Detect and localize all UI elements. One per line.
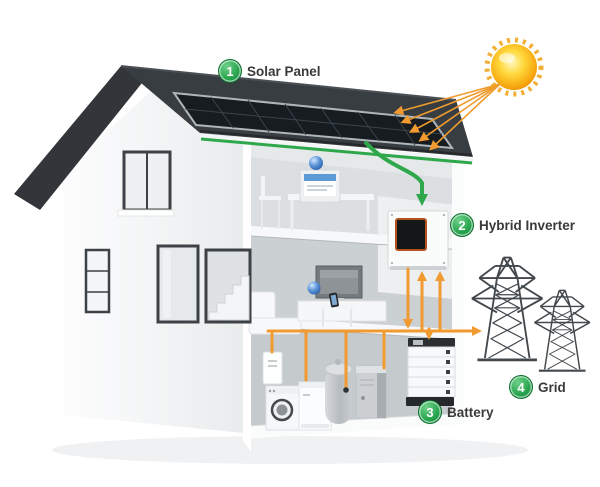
- battery-stack: [406, 338, 456, 406]
- sun-ray: [393, 83, 501, 116]
- sun-ray: [400, 83, 501, 124]
- tv: [315, 265, 363, 301]
- window-small: [84, 248, 111, 314]
- side-table: [320, 305, 354, 327]
- badge-1: 1: [218, 59, 242, 83]
- transmission-tower-small: [533, 289, 592, 372]
- internet-globe-icon: [307, 281, 321, 295]
- tv-cabinet: [297, 300, 387, 322]
- attic-room: [259, 156, 374, 231]
- label-solar-panel-text: Solar Panel: [247, 63, 321, 79]
- sun-ray: [408, 83, 501, 133]
- living-room: [248, 265, 387, 335]
- staircase: [208, 275, 250, 321]
- window-upper: [117, 150, 175, 217]
- sun-ray: [429, 83, 501, 151]
- heat-pump: [355, 365, 387, 419]
- roof: [14, 65, 473, 210]
- energy-flows: [266, 141, 482, 393]
- label-grid-text: Grid: [538, 379, 566, 395]
- window-tall-right-staircase: [204, 248, 252, 324]
- flow-solar-to-inverter: [364, 141, 428, 206]
- inverter-display: [395, 218, 427, 251]
- house-front-wall: [63, 92, 252, 433]
- transmission-tower-large: [470, 256, 544, 362]
- solar-panel-array: [171, 91, 455, 150]
- sun-ray: [418, 83, 501, 142]
- wall-heater: [262, 351, 283, 385]
- ground-shadow: [52, 436, 528, 464]
- appliance-room: [262, 351, 387, 431]
- badge-2: 2: [450, 213, 474, 237]
- badge-4: 4: [509, 375, 533, 399]
- label-hybrid-inverter: 2 Hybrid Inverter: [450, 213, 576, 237]
- label-battery-text: Battery: [447, 404, 494, 420]
- internet-globe-icon: [309, 156, 323, 170]
- computer-monitor: [299, 169, 341, 208]
- chair: [259, 176, 281, 229]
- label-solar-panel: 1 Solar Panel: [218, 59, 321, 83]
- green-eave-strip: [200, 137, 473, 165]
- hybrid-inverter: [387, 210, 449, 270]
- smartphone-icon: [329, 292, 339, 308]
- sun-icon: [393, 37, 544, 151]
- badge-3: 3: [418, 400, 442, 424]
- label-grid: 4 Grid: [509, 375, 566, 399]
- window-tall-left: [156, 244, 200, 324]
- washing-machine: [265, 385, 300, 431]
- label-hybrid-inverter-text: Hybrid Inverter: [479, 217, 576, 233]
- label-battery: 3 Battery: [418, 400, 494, 424]
